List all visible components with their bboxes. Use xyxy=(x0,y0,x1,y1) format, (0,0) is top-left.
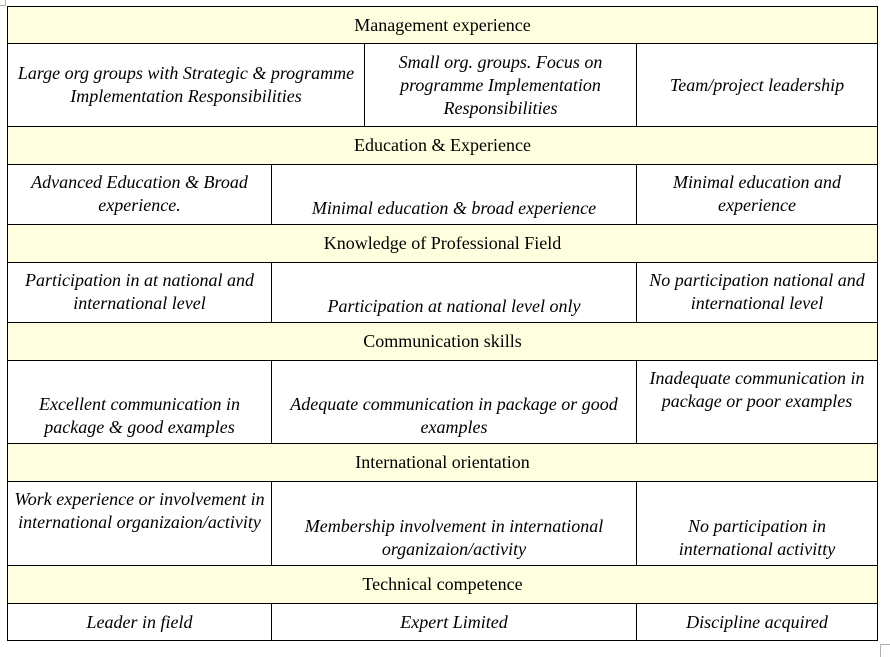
cell-text: Excellent communication in package & goo… xyxy=(39,394,240,437)
cell-text: No participation national and internatio… xyxy=(649,270,865,313)
section-header-label: International orientation xyxy=(355,452,530,472)
cell-text: Advanced Education & Broad experience. xyxy=(31,172,248,215)
cell-text: Participation at national level only xyxy=(327,296,581,316)
section-header-technical: Technical competence xyxy=(7,565,878,604)
section-header-management: Management experience xyxy=(7,6,878,44)
table-cell: Team/project leadership xyxy=(636,43,878,127)
table-cell: Excellent communication in package & goo… xyxy=(7,360,272,444)
cell-text: No participation in international activi… xyxy=(678,516,836,559)
table-cell: Advanced Education & Broad experience. xyxy=(7,164,272,225)
cell-text: Participation in at national and interna… xyxy=(25,270,254,313)
table-cell: Small org. groups. Focus on programme Im… xyxy=(364,43,637,127)
section-header-label: Management experience xyxy=(354,14,531,35)
corner-mark xyxy=(880,644,890,657)
cell-text: Inadequate communication in package or p… xyxy=(649,368,865,411)
table-cell: Participation at national level only xyxy=(271,262,637,323)
cell-text: Leader in field xyxy=(86,611,193,632)
section-header-communication: Communication skills xyxy=(7,322,878,361)
corner-mark xyxy=(0,0,6,6)
table-cell: Discipline acquired xyxy=(636,603,878,641)
table-cell: Membership involvement in international … xyxy=(271,481,637,566)
section-header-label: Technical competence xyxy=(362,574,523,594)
table-cell: Minimal education & broad experience xyxy=(271,164,637,225)
table-cell: No participation national and internatio… xyxy=(636,262,878,323)
section-header-label: Education & Experience xyxy=(354,135,531,155)
section-header-label: Knowledge of Professional Field xyxy=(323,233,562,253)
cell-text: Small org. groups. Focus on programme Im… xyxy=(398,51,603,118)
section-header-knowledge: Knowledge of Professional Field xyxy=(7,224,878,263)
table-cell: Work experience or involvement in intern… xyxy=(7,481,272,566)
cell-text: Expert Limited xyxy=(400,611,508,632)
table-cell: Leader in field xyxy=(7,603,272,641)
table-cell: Adequate communication in package or goo… xyxy=(271,360,637,444)
cell-text: Work experience or involvement in intern… xyxy=(14,489,265,532)
cell-text: Discipline acquired xyxy=(686,611,828,632)
cell-text: Large org groups with Strategic & progra… xyxy=(17,63,355,106)
criteria-table: Management experience Large org groups w… xyxy=(7,6,878,641)
cell-text: Minimal education and experience xyxy=(673,172,841,215)
cell-text: Membership involvement in international … xyxy=(304,516,604,559)
section-header-education: Education & Experience xyxy=(7,126,878,165)
table-cell: No participation in international activi… xyxy=(636,481,878,566)
table-cell: Expert Limited xyxy=(271,603,637,641)
section-header-label: Communication skills xyxy=(363,331,522,351)
section-header-international: International orientation xyxy=(7,443,878,482)
cell-text: Team/project leadership xyxy=(669,74,845,95)
cell-text: Adequate communication in package or goo… xyxy=(290,394,618,437)
table-cell: Minimal education and experience xyxy=(636,164,878,225)
table-cell: Participation in at national and interna… xyxy=(7,262,272,323)
table-cell: Large org groups with Strategic & progra… xyxy=(7,43,365,127)
cell-text: Minimal education & broad experience xyxy=(311,198,597,218)
table-cell: Inadequate communication in package or p… xyxy=(636,360,878,444)
